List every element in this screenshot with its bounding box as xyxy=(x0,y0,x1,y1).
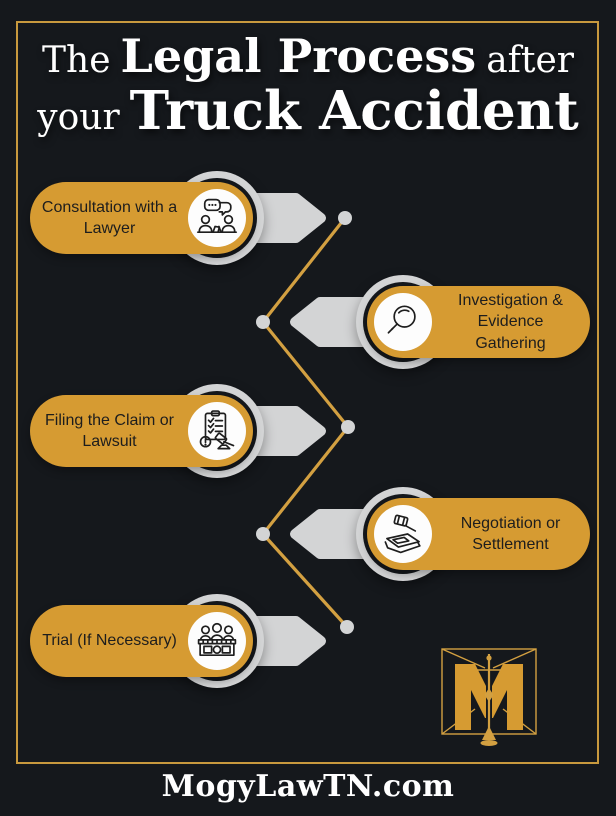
consultation-icon xyxy=(196,198,238,234)
investigation-magnifier-icon xyxy=(387,305,416,334)
timeline-dot xyxy=(341,420,355,434)
step-label: Filing the Claim or Lawsuit xyxy=(45,411,174,450)
timeline-dot xyxy=(338,211,352,225)
step-label: Consultation with a Lawyer xyxy=(41,198,178,237)
timeline-dot xyxy=(256,527,270,541)
trial-jury-icon xyxy=(197,622,237,657)
timeline-dot xyxy=(340,620,354,634)
title-bold-phrase: Truck Accident xyxy=(129,80,579,142)
icon-disc xyxy=(374,293,432,351)
step-label: Trial (If Necessary) xyxy=(42,632,177,650)
page-title: The Legal Process after your Truck Accid… xyxy=(0,33,616,138)
negotiation-gavel-icon xyxy=(384,514,421,554)
step-label: Investigation & Evidence Gathering xyxy=(458,292,563,352)
filing-claim-icon xyxy=(199,410,235,450)
step-label: Negotiation or Settlement xyxy=(460,514,561,553)
title-word: after xyxy=(486,40,574,81)
title-word: your xyxy=(37,97,120,138)
icon-disc xyxy=(374,505,432,563)
mogy-law-logo xyxy=(441,648,537,746)
title-word: The xyxy=(42,40,111,81)
title-bold-phrase: Legal Process xyxy=(120,29,477,83)
title-line-2: your Truck Accident xyxy=(0,85,616,138)
icon-disc xyxy=(188,189,246,247)
timeline-dot xyxy=(256,315,270,329)
footer-website-link[interactable]: MogyLawTN.com xyxy=(161,769,455,804)
title-line-1: The Legal Process after xyxy=(0,33,616,79)
